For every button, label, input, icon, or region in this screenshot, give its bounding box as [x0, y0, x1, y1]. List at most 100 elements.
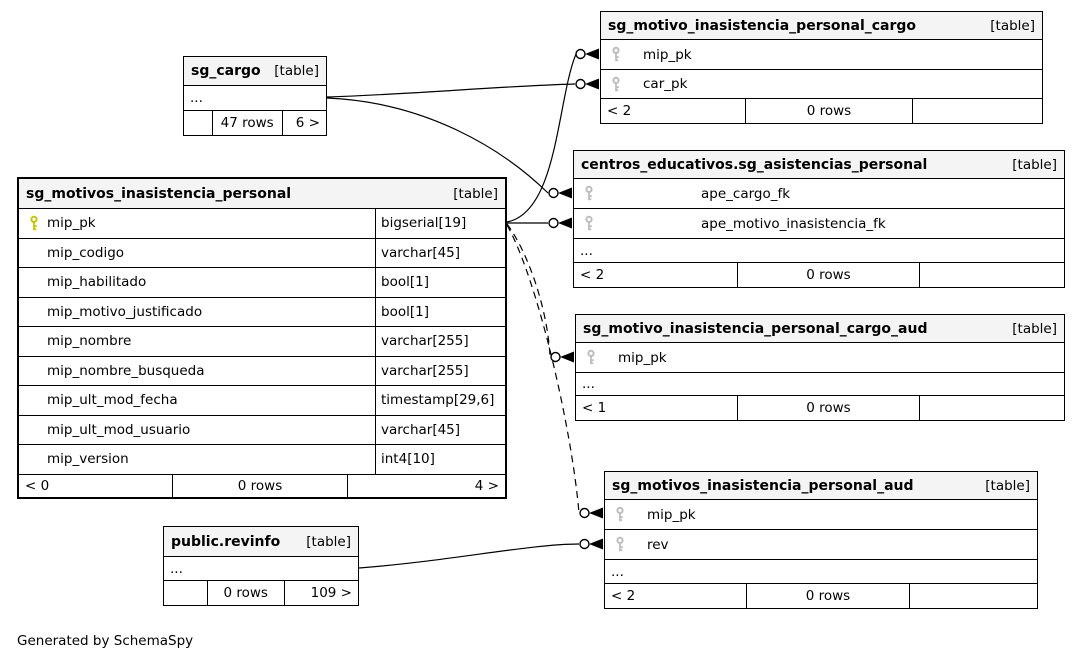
column-name: car_pk	[643, 76, 688, 92]
table-sg_motivos_inasistencia_personal[interactable]: sg_motivos_inasistencia_personal [table] m…	[17, 177, 507, 499]
column-type: varchar[45]	[375, 415, 505, 444]
footer-parents-count: < 2	[601, 99, 747, 123]
primary-key-icon	[30, 215, 38, 231]
generated-by-note: Generated by SchemaSpy	[17, 633, 194, 649]
table-type-tag: [table]	[1012, 320, 1057, 337]
table-centros_educativos.sg_asistencias_personal[interactable]: centros_educativos.sg_asistencias_person…	[573, 150, 1065, 288]
key-icon-slot	[614, 536, 633, 553]
table-title[interactable]: sg_motivo_inasistencia_personal_cargo	[608, 17, 917, 34]
table-type-tag: [table]	[453, 185, 498, 202]
column-name: mip_pk	[47, 215, 96, 232]
table-sg_motivo_inasistencia_personal_cargo[interactable]: sg_motivo_inasistencia_personal_cargo [ta…	[600, 11, 1043, 124]
footer-row-count: 0 rows	[738, 263, 920, 287]
edge-arrowhead	[558, 217, 572, 229]
table-header: sg_motivo_inasistencia_personal_cargo_au…	[576, 315, 1064, 343]
table-type-tag: [table]	[1012, 156, 1057, 173]
edge-open-dot	[575, 48, 586, 60]
column-name: ape_cargo_fk	[701, 185, 791, 202]
footer-parents-count: < 1	[576, 396, 739, 420]
footer-row-count: 0 rows	[208, 581, 285, 605]
column-name: mip_motivo_justificado	[47, 303, 203, 320]
footer-row-count: 0 rows	[738, 396, 920, 420]
key-icon-slot	[614, 506, 633, 523]
column-name: mip_ult_mod_fecha	[47, 392, 178, 409]
edge-arrowhead	[585, 78, 599, 90]
edge-arrowhead	[585, 48, 599, 60]
footer-parents-count: < 2	[574, 263, 739, 287]
table-header: sg_motivos_inasistencia_personal [table]	[19, 179, 505, 209]
table-type-tag: [table]	[990, 17, 1035, 34]
table-header: sg_cargo [table]	[184, 57, 326, 86]
table-type-tag: [table]	[306, 533, 351, 550]
edge-sg_cargo-to-asistencias.ape_cargo_fk	[326, 97, 549, 194]
column-row-ape_motivo_inasistencia_fk: ape_motivo_inasistencia_fk	[574, 209, 1064, 239]
column-type: bool[1]	[375, 268, 505, 297]
hidden-columns-ellipsis: ...	[576, 373, 1064, 396]
hidden-columns-ellipsis: ...	[605, 560, 1037, 584]
hidden-columns-ellipsis: ...	[184, 86, 326, 111]
table-title[interactable]: centros_educativos.sg_asistencias_person…	[581, 156, 928, 173]
table-title[interactable]: public.revinfo	[171, 533, 281, 550]
column-row-rev: rev	[605, 530, 1037, 560]
column-name: mip_nombre	[47, 333, 132, 350]
table-title[interactable]: sg_motivos_inasistencia_personal_aud	[612, 477, 914, 494]
table-header: sg_motivo_inasistencia_personal_cargo [ta…	[601, 12, 1042, 40]
table-sg_motivos_inasistencia_personal_aud[interactable]: sg_motivos_inasistencia_personal_aud[tab…	[604, 471, 1038, 609]
table-title[interactable]: sg_motivo_inasistencia_personal_cargo_au…	[583, 320, 928, 337]
column-row-mip_nombre_busqueda: mip_nombre_busqueda varchar[255]	[19, 356, 505, 386]
table-sg_motivo_inasistencia_personal_cargo_aud[interactable]: sg_motivo_inasistencia_personal_cargo_au…	[575, 314, 1065, 421]
table-header: centros_educativos.sg_asistencias_person…	[574, 151, 1064, 179]
key-icon-slot	[583, 185, 602, 202]
footer-parents-count: < 2	[605, 584, 748, 608]
footer-children-count	[920, 263, 1064, 287]
column-row-mip_pk: mip_pk	[605, 500, 1037, 530]
edge-arrowhead	[589, 538, 603, 550]
column-name: mip_nombre_busqueda	[47, 362, 205, 379]
edge-open-dot	[548, 217, 559, 229]
table-title[interactable]: sg_motivos_inasistencia_personal	[26, 185, 292, 202]
table-type-tag: [table]	[274, 63, 319, 79]
column-row-mip_pk: mip_pk	[601, 40, 1042, 70]
column-type: varchar[255]	[375, 356, 505, 385]
table-stats-footer: 0 rows 109 >	[164, 581, 358, 605]
column-row-mip_nombre: mip_nombre varchar[255]	[19, 327, 505, 357]
column-type: varchar[255]	[375, 327, 505, 356]
column-row-mip_pk: mip_pk	[576, 343, 1064, 373]
footer-children-count: 4 >	[474, 477, 499, 494]
column-name: mip_pk	[647, 506, 696, 523]
key-icon-slot	[610, 46, 629, 63]
footer-row-count: 47 rows	[213, 111, 283, 135]
foreign-key-icon	[616, 536, 624, 552]
footer-children-count: 109 >	[310, 585, 352, 601]
footer-row-count: 0 rows	[173, 474, 349, 497]
footer-children-count	[913, 99, 1042, 123]
edge-mip_pk-to-cargo_aud.mip_pk	[506, 223, 551, 358]
edge-mip_pk-to-personal_aud.mip_pk	[506, 224, 580, 514]
footer-row-count: 0 rows	[746, 99, 913, 123]
edge-sg_cargo-to-cargo.car_pk	[326, 83, 576, 98]
edge-open-dot	[575, 78, 586, 90]
column-name: mip_codigo	[47, 244, 125, 261]
table-title[interactable]: sg_cargo	[191, 63, 261, 79]
footer-row-count: 0 rows	[747, 584, 910, 608]
foreign-key-icon	[612, 46, 620, 62]
foreign-key-icon	[585, 185, 593, 201]
footer-children-count	[910, 584, 1037, 608]
edge-arrowhead	[589, 507, 603, 519]
footer-parents-count	[164, 581, 208, 605]
column-name: ape_motivo_inasistencia_fk	[701, 215, 886, 232]
edge-revinfo-to-personal_aud.rev	[358, 543, 580, 569]
column-name: rev	[647, 536, 669, 553]
edge-mip_pk-to-cargo.mip_pk	[506, 53, 577, 223]
